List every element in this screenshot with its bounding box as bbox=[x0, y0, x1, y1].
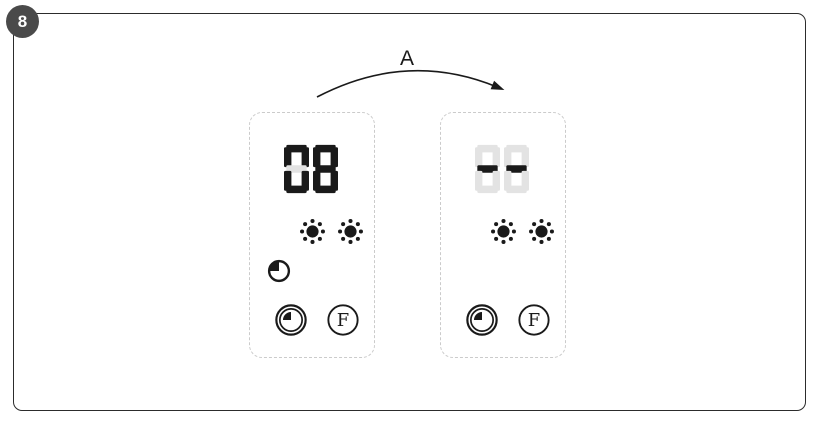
sun-icon bbox=[529, 219, 554, 244]
function-letter: F bbox=[528, 310, 540, 331]
transition-arrow bbox=[316, 69, 505, 98]
seven-segment-digit bbox=[313, 144, 338, 194]
sun-icons-row bbox=[298, 217, 365, 246]
arrow-curve bbox=[316, 69, 498, 98]
step-number-badge: 8 bbox=[6, 5, 39, 38]
figure-frame bbox=[13, 13, 806, 411]
seven-segment-digit bbox=[284, 144, 309, 194]
sun-icon bbox=[491, 219, 516, 244]
seven-segment-display bbox=[475, 143, 529, 195]
function-f-icon: F bbox=[327, 304, 359, 336]
sun-icon bbox=[300, 219, 325, 244]
seven-segment-digit bbox=[475, 144, 500, 194]
seven-segment-digit bbox=[504, 144, 529, 194]
function-f-icon: F bbox=[518, 304, 550, 336]
clock-icon bbox=[267, 259, 291, 283]
seven-segment-display bbox=[284, 143, 338, 195]
display-panel-before: F bbox=[249, 112, 375, 358]
sun-icon bbox=[338, 219, 363, 244]
sun-icons-row bbox=[489, 217, 556, 246]
display-panel-after: F bbox=[440, 112, 566, 358]
function-letter: F bbox=[337, 310, 349, 331]
arrow-head bbox=[490, 80, 505, 90]
arrow-label-a: A bbox=[399, 47, 414, 70]
timer-circle-icon bbox=[275, 304, 307, 336]
timer-circle-icon bbox=[466, 304, 498, 336]
